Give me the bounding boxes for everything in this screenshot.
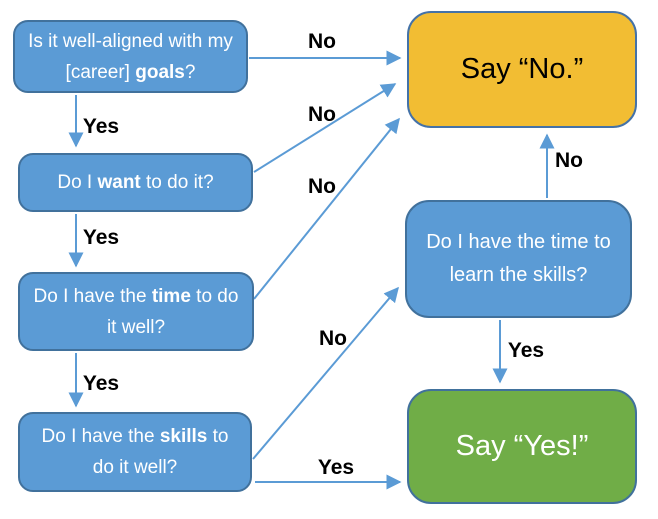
edge-label-want-no: No	[308, 103, 336, 126]
node-say-yes-text: Say “Yes!”	[455, 430, 589, 462]
arrow-time-no	[253, 117, 400, 300]
edge-label-time-no: No	[308, 175, 336, 198]
arrow-skills-no	[252, 286, 399, 460]
node-goals-text: Is it well-aligned with my [career] goal…	[28, 30, 233, 83]
node-say-no: Say “No.”	[407, 11, 637, 128]
node-learn-text: Do I have the time to learn the skills?	[426, 231, 611, 286]
edge-label-learn-no: No	[555, 149, 583, 172]
node-time-text: Do I have the time to do it well?	[33, 285, 239, 338]
edge-label-goals-yes: Yes	[82, 115, 120, 138]
edge-label-time-yes: Yes	[82, 372, 120, 395]
node-want-question: Do I want to do it?	[18, 153, 253, 212]
edge-label-want-yes: Yes	[82, 226, 120, 249]
node-skills-question: Do I have the skills to do it well?	[18, 412, 252, 492]
node-say-yes: Say “Yes!”	[407, 389, 637, 504]
edge-label-skills-no: No	[319, 327, 347, 350]
edge-label-learn-yes: Yes	[507, 339, 545, 362]
node-time-question: Do I have the time to do it well?	[18, 272, 254, 351]
node-learn-question: Do I have the time to learn the skills?	[405, 200, 632, 318]
edge-label-goals-no: No	[308, 30, 336, 53]
node-goals-question: Is it well-aligned with my [career] goal…	[13, 20, 248, 93]
node-skills-text: Do I have the skills to do it well?	[41, 426, 229, 478]
node-want-text: Do I want to do it?	[57, 172, 214, 193]
arrow-want-no	[253, 83, 397, 173]
node-say-no-text: Say “No.”	[460, 53, 584, 85]
edge-label-skills-yes: Yes	[317, 456, 355, 479]
